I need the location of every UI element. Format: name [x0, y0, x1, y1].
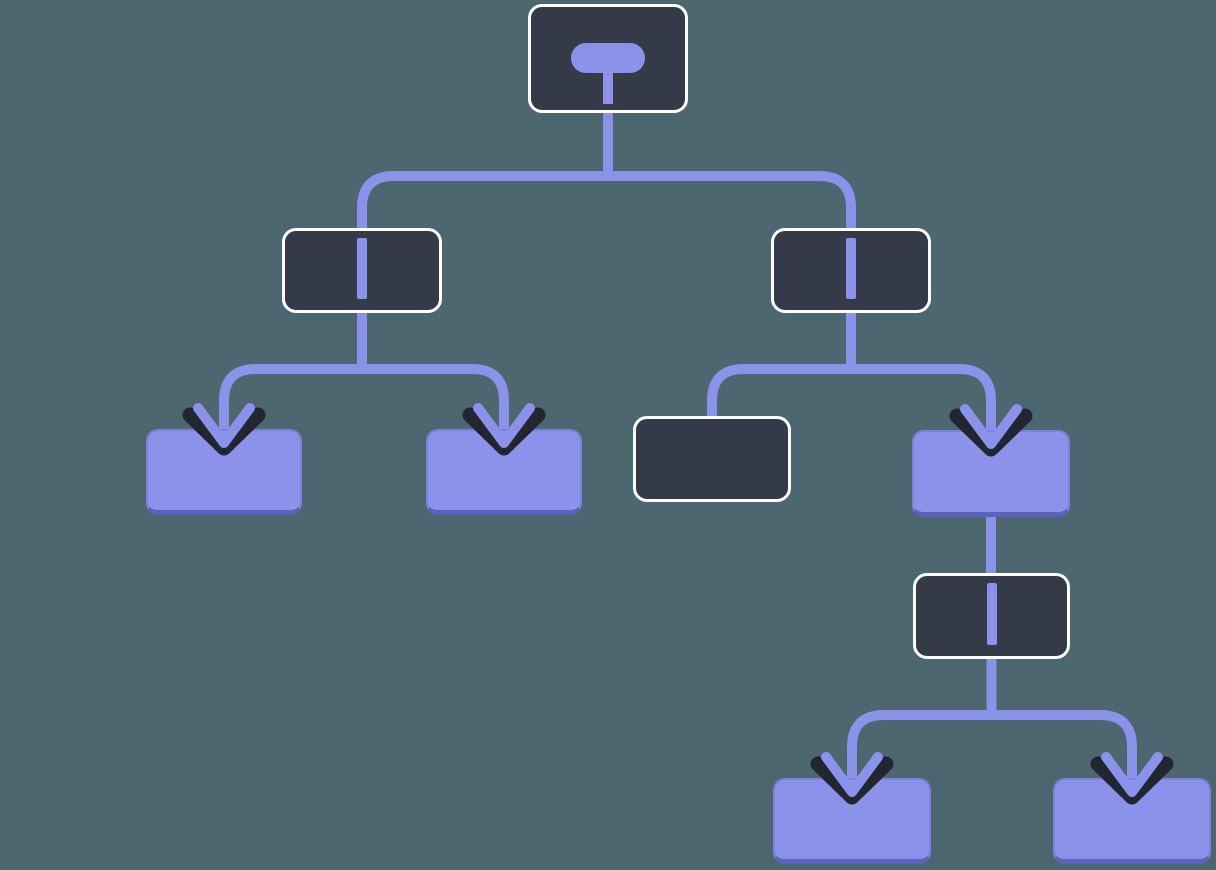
chevron-double-down-icon [810, 752, 894, 805]
tree-node-dark-leaf[interactable] [633, 416, 791, 502]
root-stem-line [603, 65, 613, 104]
chevron-double-down-icon [462, 403, 546, 456]
tree-connector-lines [219, 106, 1137, 791]
tree-node-branch-mid[interactable] [913, 573, 1070, 659]
tree-node-leaf-far-left[interactable] [146, 429, 302, 515]
tree-node-root[interactable] [528, 4, 688, 113]
chevron-double-down-icon [182, 403, 266, 456]
chevron-double-down-icon [949, 404, 1033, 457]
tree-node-branch-left[interactable] [282, 228, 442, 313]
through-line-icon [846, 238, 856, 299]
chevron-double-down-icon [1090, 752, 1174, 805]
through-line-icon [986, 583, 997, 645]
tree-node-branch-right[interactable] [771, 228, 931, 313]
through-line-icon [357, 238, 367, 299]
